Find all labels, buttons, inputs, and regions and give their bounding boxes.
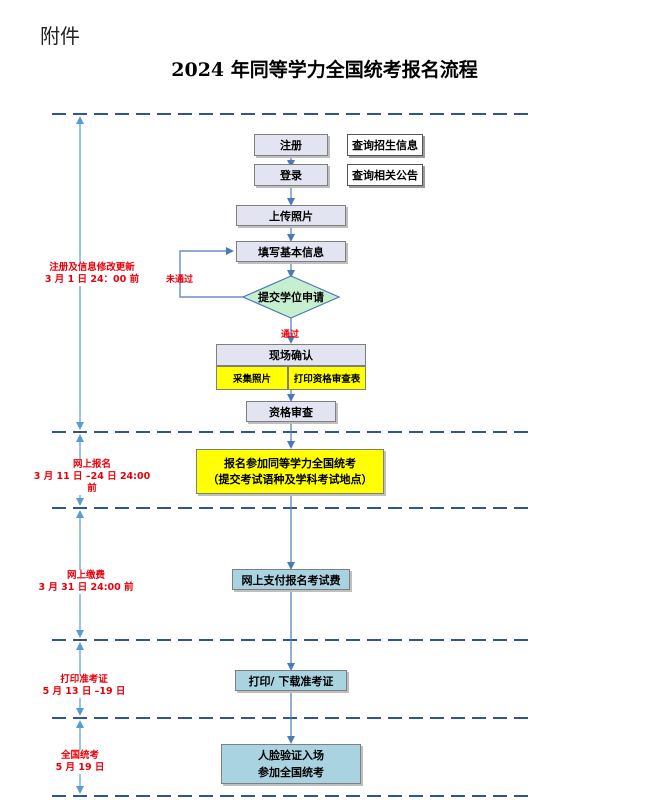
query-enrollment-box: 查询招生信息 <box>347 134 423 156</box>
phase-name: 网上报名 <box>72 459 111 470</box>
decision-diamond <box>241 275 341 319</box>
phase-deadline: 5 月 13 日 –19 日 <box>42 686 126 697</box>
phase-name: 网上缴费 <box>66 570 105 581</box>
phase-label-payment: 网上缴费 3 月 31 日 24:00 前 <box>34 570 138 594</box>
phase-name: 全国统考 <box>60 750 99 761</box>
pass-label: 通过 <box>281 330 300 340</box>
pay-fee-box: 网上支付报名考试费 <box>232 569 350 590</box>
phase-deadline: 3 月 11 日 –24 日 24:00 前 <box>33 471 151 494</box>
print-review-form-box: 打印资格审查表 <box>288 366 366 390</box>
page-title: 2024 年同等学力全国统考报名流程 <box>171 59 478 81</box>
exam-signup-line1: 报名参加同等学力全国统考 <box>224 456 356 470</box>
phase-label-admission-ticket: 打印准考证 5 月 13 日 –19 日 <box>36 674 132 698</box>
face-verify-box: 人脸验证入场 参加全国统考 <box>221 744 361 784</box>
phase-label-exam: 全国统考 5 月 19 日 <box>50 750 110 774</box>
fail-label: 未通过 <box>166 275 194 285</box>
login-box: 登录 <box>254 164 328 186</box>
onsite-confirm-box: 现场确认 <box>216 344 366 366</box>
phase-deadline: 3 月 1 日 24：00 前 <box>44 274 140 285</box>
fill-info-box: 填写基本信息 <box>236 241 346 262</box>
face-verify-line2: 参加全国统考 <box>258 766 324 779</box>
upload-photo-box: 上传照片 <box>236 205 346 226</box>
exam-signup-line2: （提交考试语种及学科考试地点） <box>207 472 373 486</box>
phase-label-registration: 注册及信息修改更新 3 月 1 日 24：00 前 <box>34 262 150 286</box>
qualification-review-box: 资格审查 <box>246 401 336 422</box>
face-verify-line1: 人脸验证入场 <box>258 749 324 762</box>
attachment-label: 附件 <box>40 24 80 48</box>
phase-label-online-signup: 网上报名 3 月 11 日 –24 日 24:00 前 <box>30 459 154 495</box>
submit-degree-application: 提交学位申请 <box>258 291 324 304</box>
collect-photo-box: 采集照片 <box>216 366 288 390</box>
phase-deadline: 3 月 31 日 24:00 前 <box>38 582 134 593</box>
phase-deadline: 5 月 19 日 <box>55 762 105 773</box>
phase-name: 打印准考证 <box>60 674 108 685</box>
phase-name: 注册及信息修改更新 <box>49 262 135 273</box>
query-notices-box: 查询相关公告 <box>347 164 423 186</box>
register-box: 注册 <box>254 134 328 156</box>
exam-signup-box: 报名参加同等学力全国统考 （提交考试语种及学科考试地点） <box>196 449 384 494</box>
print-admission-box: 打印/ 下载准考证 <box>235 670 347 691</box>
